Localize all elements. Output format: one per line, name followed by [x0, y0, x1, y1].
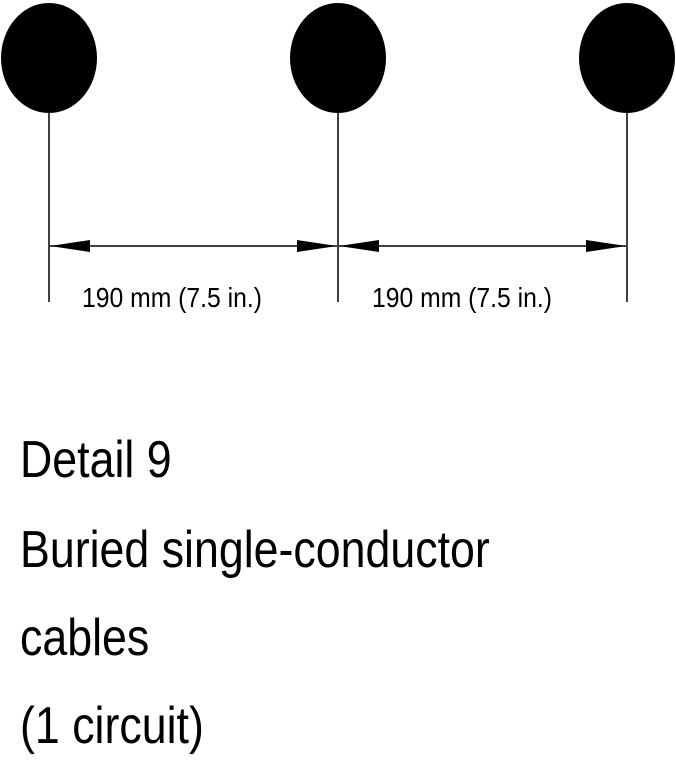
caption-line-4: (1 circuit) — [20, 697, 204, 755]
cable-2 — [290, 3, 386, 113]
cable-spacing-diagram: 190 mm (7.5 in.) 190 mm (7.5 in.) — [1, 3, 675, 313]
caption-title: Detail 9 — [20, 431, 172, 489]
dimension-label-1: 190 mm (7.5 in.) — [82, 282, 262, 313]
cable-1 — [1, 3, 97, 113]
dimension-label-2: 190 mm (7.5 in.) — [372, 282, 552, 313]
caption-line-3: cables — [20, 609, 150, 667]
caption-line-2: Buried single-conductor — [20, 521, 490, 579]
cable-3 — [579, 3, 675, 113]
